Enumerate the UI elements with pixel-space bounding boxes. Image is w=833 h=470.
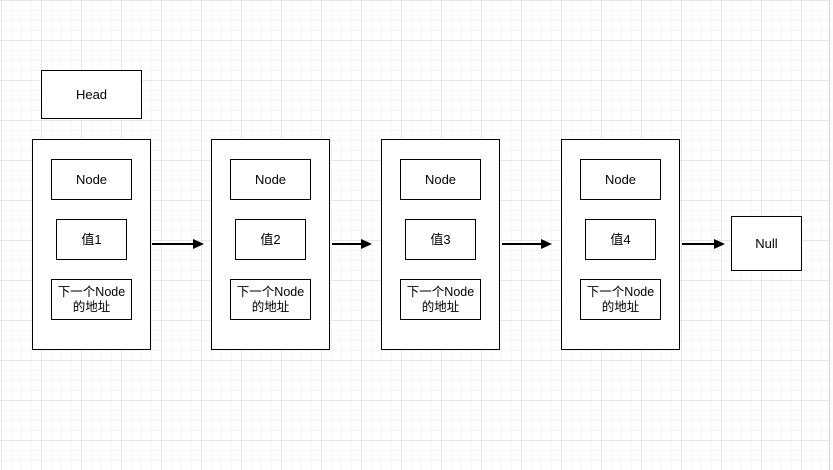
node-2-next-address-box[interactable]: 下一个Node 的地址 <box>230 279 311 320</box>
arrow-node3-to-node4[interactable] <box>502 236 552 252</box>
node-container-4[interactable]: Node 值4 下一个Node 的地址 <box>561 139 680 350</box>
node-3-value-box[interactable]: 值3 <box>405 219 476 260</box>
head-box[interactable]: Head <box>41 70 142 119</box>
node-value-label: 值2 <box>260 232 281 247</box>
next-address-line2: 的地址 <box>421 299 460 314</box>
node-2-value-box[interactable]: 值2 <box>235 219 306 260</box>
arrow-node4-to-null[interactable] <box>682 236 725 252</box>
node-4-value-box[interactable]: 值4 <box>585 219 656 260</box>
next-address-line1: 下一个Node <box>586 284 655 299</box>
head-label: Head <box>75 87 108 102</box>
node-value-label: 值3 <box>430 232 451 247</box>
arrow-node2-to-node3[interactable] <box>332 236 372 252</box>
arrowhead-right-icon <box>714 239 725 249</box>
arrow-line <box>502 243 544 245</box>
next-address-line1: 下一个Node <box>236 284 305 299</box>
node-value-label: 值1 <box>81 232 102 247</box>
node-container-3[interactable]: Node 值3 下一个Node 的地址 <box>381 139 500 350</box>
node-3-next-address-box[interactable]: 下一个Node 的地址 <box>400 279 481 320</box>
arrow-node1-to-node2[interactable] <box>152 236 204 252</box>
arrow-line <box>332 243 364 245</box>
node-container-2[interactable]: Node 值2 下一个Node 的地址 <box>211 139 330 350</box>
canvas-right-gutter <box>830 0 833 470</box>
node-value-label: 值4 <box>610 232 631 247</box>
node-4-next-address-box[interactable]: 下一个Node 的地址 <box>580 279 661 320</box>
node-title-label: Node <box>75 172 108 187</box>
node-title-label: Node <box>424 172 457 187</box>
arrowhead-right-icon <box>361 239 372 249</box>
arrow-line <box>682 243 717 245</box>
canvas-edge-line <box>829 0 830 470</box>
node-1-next-address-box[interactable]: 下一个Node 的地址 <box>51 279 132 320</box>
node-title-label: Node <box>254 172 287 187</box>
next-address-line2: 的地址 <box>72 299 111 314</box>
arrowhead-right-icon <box>193 239 204 249</box>
node-4-title-box[interactable]: Node <box>580 159 661 200</box>
next-address-line1: 下一个Node <box>406 284 475 299</box>
node-container-1[interactable]: Node 值1 下一个Node 的地址 <box>32 139 151 350</box>
node-2-title-box[interactable]: Node <box>230 159 311 200</box>
null-label: Null <box>755 236 778 251</box>
node-1-title-box[interactable]: Node <box>51 159 132 200</box>
node-3-title-box[interactable]: Node <box>400 159 481 200</box>
node-1-value-box[interactable]: 值1 <box>56 219 127 260</box>
next-address-line2: 的地址 <box>251 299 290 314</box>
next-address-line2: 的地址 <box>601 299 640 314</box>
arrowhead-right-icon <box>541 239 552 249</box>
arrow-line <box>152 243 196 245</box>
node-title-label: Node <box>604 172 637 187</box>
null-box[interactable]: Null <box>731 216 802 271</box>
next-address-line1: 下一个Node <box>57 284 126 299</box>
